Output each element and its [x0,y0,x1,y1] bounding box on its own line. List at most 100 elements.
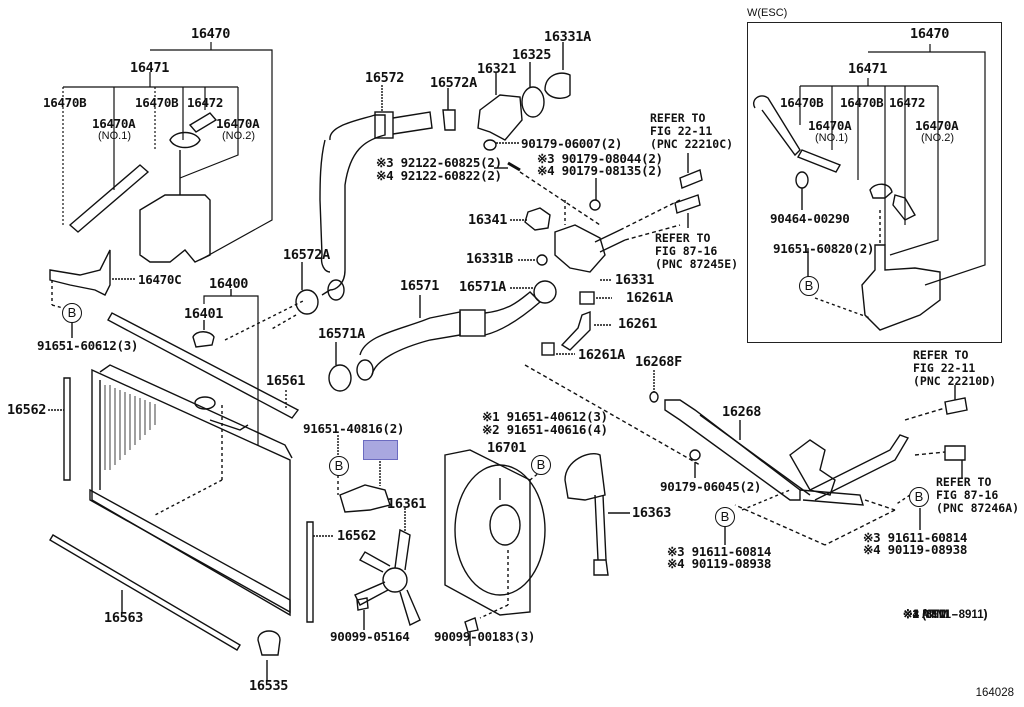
part-91611-60814[interactable]: ※3 91611-60814 [667,544,772,559]
upper-support-strip [107,312,300,419]
part-16341[interactable]: 16341 [468,212,508,228]
part-16571A[interactable]: 16571A [459,279,506,295]
part-90099-00183[interactable]: 90099-00183(3) [434,629,536,644]
part-16331B[interactable]: 16331B [466,251,513,267]
part-16470B[interactable]: 16470B [840,95,884,110]
part-91651-60612[interactable]: 91651-60612(3) [37,338,139,353]
part-92122-60822[interactable]: ※4 92122-60822(2) [376,168,502,183]
part-16572A[interactable]: 16572A [283,247,330,263]
part-16562[interactable]: 16562 [337,528,377,544]
part-16571[interactable]: 16571 [400,278,440,294]
water-inlet-housing [554,224,606,273]
part-16572A[interactable]: 16572A [430,75,477,91]
b-marker: B [799,276,819,296]
part-16268F[interactable]: 16268F [635,354,682,370]
fan-motor [564,453,606,501]
reservoir-tank [139,194,211,263]
reference-fig-87-16-87246A[interactable]: REFER TO FIG 87-16 (PNC 87246A) [936,475,1020,515]
part-91651-40616[interactable]: ※2 91651-40616(4) [482,422,608,437]
part-90179-06007[interactable]: 90179-06007(2) [521,136,623,151]
fan-shroud [444,449,546,619]
part-16470C[interactable]: 16470C [138,272,182,287]
b-marker: B [531,455,551,475]
part-90179-08044[interactable]: ※3 90179-08044(2) [537,151,663,166]
b-marker: B [62,303,82,323]
b-marker: B [715,507,735,527]
fan-bracket [339,484,391,513]
part-16470[interactable]: 16470 [191,26,231,42]
highlighted-part-selection[interactable] [363,440,398,460]
part-90464-00290[interactable]: 90464-00290 [770,211,850,226]
part-16535[interactable]: 16535 [249,678,289,694]
figure-code: 164028 [975,687,1014,699]
part-16470[interactable]: 16470 [910,26,950,42]
legend-item: ※4 (8911 - ) [903,609,988,621]
part-16471[interactable]: 16471 [848,61,888,77]
reference-fig-22-11-22210D[interactable]: REFER TO FIG 22-11 (PNC 22210D) [913,348,997,388]
part-16470A-no2[interactable]: 16470A [915,118,959,133]
part-91651-40816[interactable]: 91651-40816(2) [303,421,405,436]
water-outlet [477,94,523,141]
part-16563[interactable]: 16563 [104,610,144,626]
radiator [89,364,293,617]
part-16325[interactable]: 16325 [512,47,552,63]
esc-box-title: W(ESC) [747,7,788,19]
part-90099-05164[interactable]: 90099-05164 [330,629,410,644]
fan-blade [354,508,421,626]
part-16470B[interactable]: 16470B [43,95,87,110]
part-16562[interactable]: 16562 [7,402,47,418]
esc-leader-lines [799,44,986,286]
part-16470A-no2-note: (NO.2) [921,132,954,144]
b-marker: B [909,487,929,507]
part-16470A-no1-note: (NO.1) [815,132,848,144]
part-16472[interactable]: 16472 [187,95,224,110]
part-16470A-no2-note: (NO.2) [222,130,255,142]
esc-variant-box [747,22,1002,343]
part-16571A[interactable]: 16571A [318,326,365,342]
part-16470A-no2[interactable]: 16470A [216,116,260,131]
part-16401[interactable]: 16401 [184,306,224,322]
part-16400[interactable]: 16400 [209,276,249,292]
part-16331A[interactable]: 16331A [544,29,591,45]
part-16321[interactable]: 16321 [477,61,517,77]
part-16268[interactable]: 16268 [722,404,762,420]
part-91651-40612[interactable]: ※1 91651-40612(3) [482,409,608,424]
part-16561[interactable]: 16561 [266,373,306,389]
lower-hose-16571 [356,291,542,381]
part-16701[interactable]: 16701 [487,440,527,456]
part-91651-60820[interactable]: 91651-60820(2) [773,241,875,256]
reservoir-bracket [49,249,111,296]
part-90119-08938[interactable]: ※4 90119-08938 [863,542,968,557]
part-16261[interactable]: 16261 [618,316,658,332]
radiator-cap [192,331,215,348]
part-16261A[interactable]: 16261A [578,347,625,363]
part-16470B[interactable]: 16470B [135,95,179,110]
part-16470A-no1-note: (NO.1) [98,130,131,142]
b-marker: B [329,456,349,476]
legend-item: ※2 ATM [903,609,946,621]
part-16472[interactable]: 16472 [889,95,926,110]
reservoir-hose [68,112,218,233]
part-16470B[interactable]: 16470B [780,95,824,110]
part-90119-08938[interactable]: ※4 90119-08938 [667,556,772,571]
part-92122-60825[interactable]: ※3 92122-60825(2) [376,155,502,170]
reservoir-leader-lines [62,42,273,261]
esc-reservoir-tank [861,244,941,331]
upper-hose-16572 [319,85,433,301]
part-90179-08135[interactable]: ※4 90179-08135(2) [537,163,663,178]
part-16331[interactable]: 16331 [615,272,655,288]
part-16261A[interactable]: 16261A [626,290,673,306]
water-bypass-pipe [664,399,910,506]
part-91611-60814[interactable]: ※3 91611-60814 [863,530,968,545]
part-90179-06045[interactable]: 90179-06045(2) [660,479,762,494]
part-16572[interactable]: 16572 [365,70,405,86]
part-16361[interactable]: 16361 [387,496,427,512]
part-16363[interactable]: 16363 [632,505,672,521]
reference-fig-87-16-87245E[interactable]: REFER TO FIG 87-16 (PNC 87245E) [655,231,739,271]
part-16470A-no1[interactable]: 16470A [92,116,136,131]
part-16471[interactable]: 16471 [130,60,170,76]
reference-fig-22-11-22210C[interactable]: REFER TO FIG 22-11 (PNC 22210C) [650,111,734,151]
part-16470A-no1[interactable]: 16470A [808,118,852,133]
